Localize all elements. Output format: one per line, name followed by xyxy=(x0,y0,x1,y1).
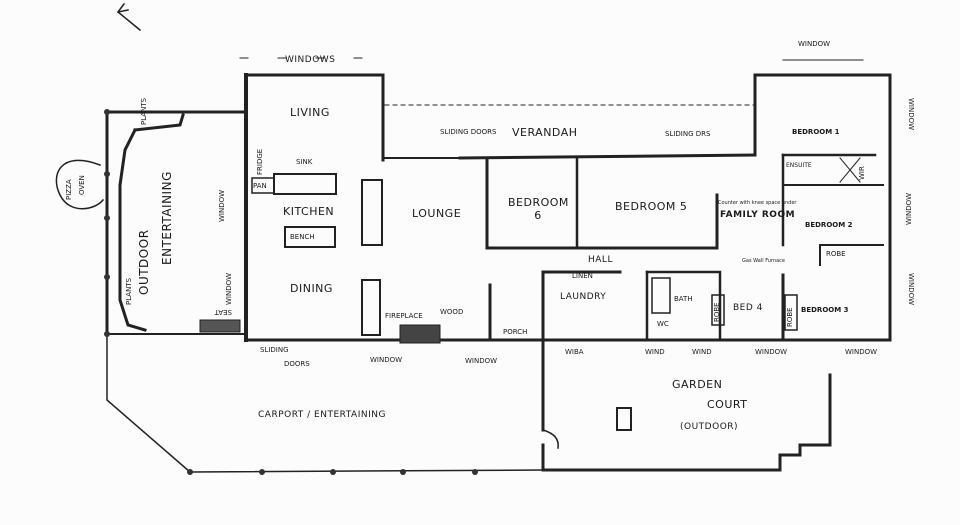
label-window-west: WINDOW xyxy=(225,272,233,305)
label-outdoor-note: (OUTDOOR) xyxy=(680,422,739,432)
wall xyxy=(485,156,719,250)
bathtub xyxy=(651,277,671,314)
label-window-laundry: WIBA xyxy=(565,348,584,356)
robe xyxy=(711,294,725,326)
room-wir: WIR xyxy=(858,166,866,180)
label-bench: BENCH xyxy=(290,233,315,241)
area-entertaining: ENTERTAINING xyxy=(160,171,174,265)
wall xyxy=(244,73,385,162)
shower xyxy=(839,157,861,183)
room-bath: BATH xyxy=(674,295,693,303)
label-windows: WINDOWS xyxy=(285,55,336,65)
label-linen: LINEN xyxy=(572,272,593,280)
label-oven: OVEN xyxy=(78,175,86,195)
cabinet xyxy=(361,179,383,246)
wall xyxy=(753,73,892,342)
label-window-lounge: WINDOW xyxy=(465,357,498,365)
room-bedroom-3: BEDROOM 3 xyxy=(801,306,849,314)
carport-edge xyxy=(106,333,544,473)
bench xyxy=(284,226,336,248)
area-porch: PORCH xyxy=(503,328,528,336)
sink-bench xyxy=(273,173,337,195)
label-window-east: WINDOW xyxy=(907,273,915,306)
label-sliding-doors: SLIDING DOORS xyxy=(440,128,497,136)
label-wood: WOOD xyxy=(440,308,464,316)
label-plants: PLANTS xyxy=(140,97,148,125)
room-bedroom-2: BEDROOM 2 xyxy=(805,221,853,229)
room-family: FAMILY ROOM xyxy=(720,210,796,220)
label-sink: SINK xyxy=(296,158,313,166)
room-living: LIVING xyxy=(290,106,330,119)
area-carport: CARPORT / ENTERTAINING xyxy=(258,410,386,420)
room-wc: WC xyxy=(657,320,669,328)
label-window-bath: WIND xyxy=(692,348,712,356)
wall xyxy=(458,153,757,160)
seat xyxy=(199,319,241,333)
label-fireplace: FIREPLACE xyxy=(385,312,423,320)
wall xyxy=(645,270,722,342)
room-laundry: LAUNDRY xyxy=(560,292,607,302)
label-pantry: PAN xyxy=(253,182,267,190)
label-sliding: SLIDING xyxy=(260,346,289,354)
room-bedroom-1: BEDROOM 1 xyxy=(792,128,840,136)
cabinet xyxy=(361,279,381,336)
label-doors: DOORS xyxy=(284,360,310,368)
label-plants: PLANTS xyxy=(125,277,133,305)
note-furnace: Gas Wall Furnace xyxy=(742,258,785,264)
pizza-oven xyxy=(55,159,105,210)
label-window-bed4: WINDOW xyxy=(755,348,788,356)
label-window-east: WINDOW xyxy=(905,192,913,225)
wall xyxy=(819,244,884,266)
label-robe-bed2: ROBE xyxy=(826,250,846,258)
room-ensuite: ENSUITE xyxy=(786,162,812,169)
label-window-bed1: WINDOW xyxy=(798,40,831,48)
fireplace xyxy=(399,324,441,344)
wall xyxy=(541,338,832,472)
label-window-west: WINDOW xyxy=(218,189,226,222)
label-window-wc: WIND xyxy=(645,348,665,356)
label-seat: SEAT xyxy=(214,308,232,316)
room-bedroom-5: BEDROOM 5 xyxy=(615,200,688,213)
robe xyxy=(784,294,798,331)
label-window-bed3: WINDOW xyxy=(845,348,878,356)
label-window-dining: WINDOW xyxy=(370,356,403,364)
label-window-east: WINDOW xyxy=(907,98,915,131)
room-bed-4: BED 4 xyxy=(733,303,763,313)
area-outdoor: OUTDOOR xyxy=(137,229,151,295)
note-counter: Counter with knee space under xyxy=(718,200,797,206)
area-garden: GARDEN xyxy=(672,378,723,391)
planter xyxy=(118,127,147,332)
area-court: COURT xyxy=(707,398,748,411)
label-robe-bed3: ROBE xyxy=(786,307,794,327)
door-swing xyxy=(542,429,559,449)
planter xyxy=(133,113,185,132)
area-hall: HALL xyxy=(588,255,613,265)
room-lounge: LOUNGE xyxy=(412,207,462,220)
pantry xyxy=(251,177,275,194)
label-robe-bed4: ROBE xyxy=(713,302,721,322)
room-dining: DINING xyxy=(290,282,333,295)
room-bedroom-6: BEDROOM 6 xyxy=(508,196,569,222)
pillar xyxy=(616,407,632,431)
label-pizza: PIZZA xyxy=(65,179,73,200)
wall xyxy=(541,270,622,342)
label-sliding-drs: SLIDING DRS xyxy=(665,130,711,138)
room-kitchen: KITCHEN xyxy=(283,205,335,218)
label-fridge: FRIDGE xyxy=(256,148,264,175)
north-arrow-icon xyxy=(116,2,142,32)
area-verandah: VERANDAH xyxy=(512,126,578,139)
